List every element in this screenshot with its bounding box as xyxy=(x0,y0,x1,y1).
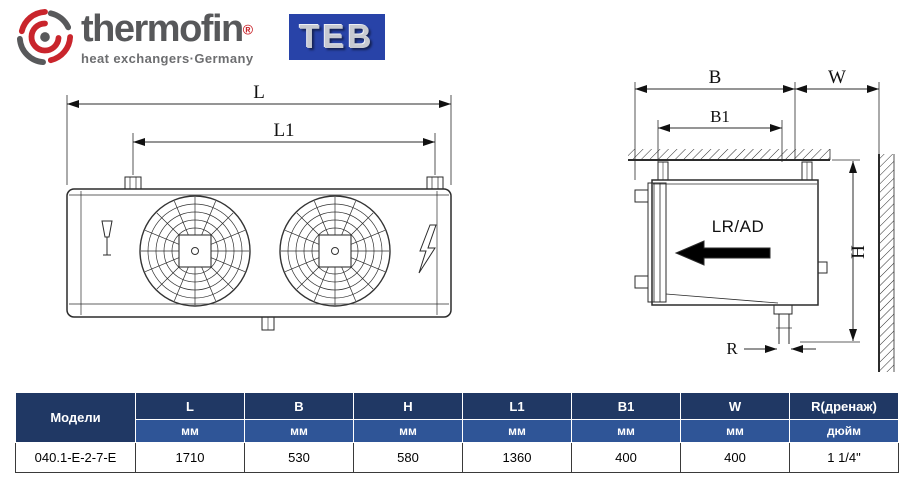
value-cell-B1: 400 xyxy=(571,442,681,473)
unit-cell: мм xyxy=(680,419,790,443)
dimension-W xyxy=(795,82,880,154)
column-header-B: B xyxy=(244,392,354,420)
side-view-drawing: B W B1 xyxy=(628,70,895,372)
unit-body-side xyxy=(651,179,828,306)
dimension-L-label: L xyxy=(253,85,265,103)
dimension-L1-label: L1 xyxy=(273,120,294,141)
airflow-label: LR/AD xyxy=(712,217,765,236)
column-header-H: H xyxy=(353,392,463,420)
wall-hatch xyxy=(878,154,895,372)
value-cell-L1: 1360 xyxy=(462,442,572,473)
column-header-R: R(дренаж) xyxy=(789,392,899,420)
unit-cell: мм xyxy=(462,419,572,443)
value-cell-L: 1710 xyxy=(135,442,245,473)
unit-cell: мм xyxy=(244,419,354,443)
fan-grille-left xyxy=(139,195,251,307)
value-cell-H: 580 xyxy=(353,442,463,473)
spec-table: Модели L B H L1 B1 W R(дренаж) мм мм мм … xyxy=(15,392,899,473)
fan-panel-side xyxy=(634,182,667,303)
unit-cell: мм xyxy=(353,419,463,443)
registered-mark: ® xyxy=(242,21,254,38)
unit-cell: мм xyxy=(135,419,245,443)
dimension-H-label: H xyxy=(848,245,869,259)
table-header-row: Модели L B H L1 B1 W R(дренаж) xyxy=(15,392,899,443)
dimension-B1-label: B1 xyxy=(710,107,730,126)
unit-cell: мм xyxy=(571,419,681,443)
hanger-left xyxy=(657,161,669,181)
brand-name: thermofin® xyxy=(81,8,254,50)
table-units-row: мм мм мм мм мм мм дюйм xyxy=(16,419,899,443)
unit-body xyxy=(66,188,452,318)
lightning-icon xyxy=(418,224,437,274)
unit-cell: дюйм xyxy=(789,419,899,443)
ceiling-hatch xyxy=(628,149,831,161)
value-cell-W: 400 xyxy=(680,442,790,473)
column-header-L: L xyxy=(135,392,245,420)
table-data-row: 040.1-E-2-7-E 1710 530 580 1360 400 400 … xyxy=(15,442,899,473)
dimension-H xyxy=(800,159,860,343)
dimension-L xyxy=(66,95,452,185)
value-cell-R: 1 1/4" xyxy=(789,442,899,473)
mounting-bracket-right xyxy=(426,176,444,190)
thermofin-logo: thermofin® heat exchangers·Germany xyxy=(16,8,254,66)
front-view-drawing: L L1 xyxy=(66,85,452,331)
drain-stub xyxy=(261,316,275,331)
spec-table-wrap: Модели L B H L1 B1 W R(дренаж) мм мм мм … xyxy=(15,392,899,473)
dimension-L1 xyxy=(132,133,436,175)
drain-pipe xyxy=(773,304,793,344)
sensor-icon xyxy=(101,220,113,256)
column-header-L1: L1 xyxy=(462,392,572,420)
value-cell-B: 530 xyxy=(244,442,354,473)
dimension-B-label: B xyxy=(709,70,722,88)
teb-logo-text: TEB xyxy=(299,18,375,55)
dimension-R-label: R xyxy=(726,339,738,358)
column-header-B1: B1 xyxy=(571,392,681,420)
dimension-B xyxy=(634,82,796,180)
brand-subtitle: heat exchangers·Germany xyxy=(81,51,254,66)
hanger-right xyxy=(801,161,813,181)
airflow-arrow-icon xyxy=(674,240,771,266)
dimension-W-label: W xyxy=(828,70,846,88)
column-header-model: Модели xyxy=(15,392,136,443)
teb-logo: TEB xyxy=(289,14,385,60)
thermofin-swirl-icon xyxy=(16,8,74,66)
model-cell: 040.1-E-2-7-E xyxy=(15,442,136,473)
fan-grille-right xyxy=(279,195,391,307)
column-header-W: W xyxy=(680,392,790,420)
mounting-bracket-left xyxy=(124,176,142,190)
